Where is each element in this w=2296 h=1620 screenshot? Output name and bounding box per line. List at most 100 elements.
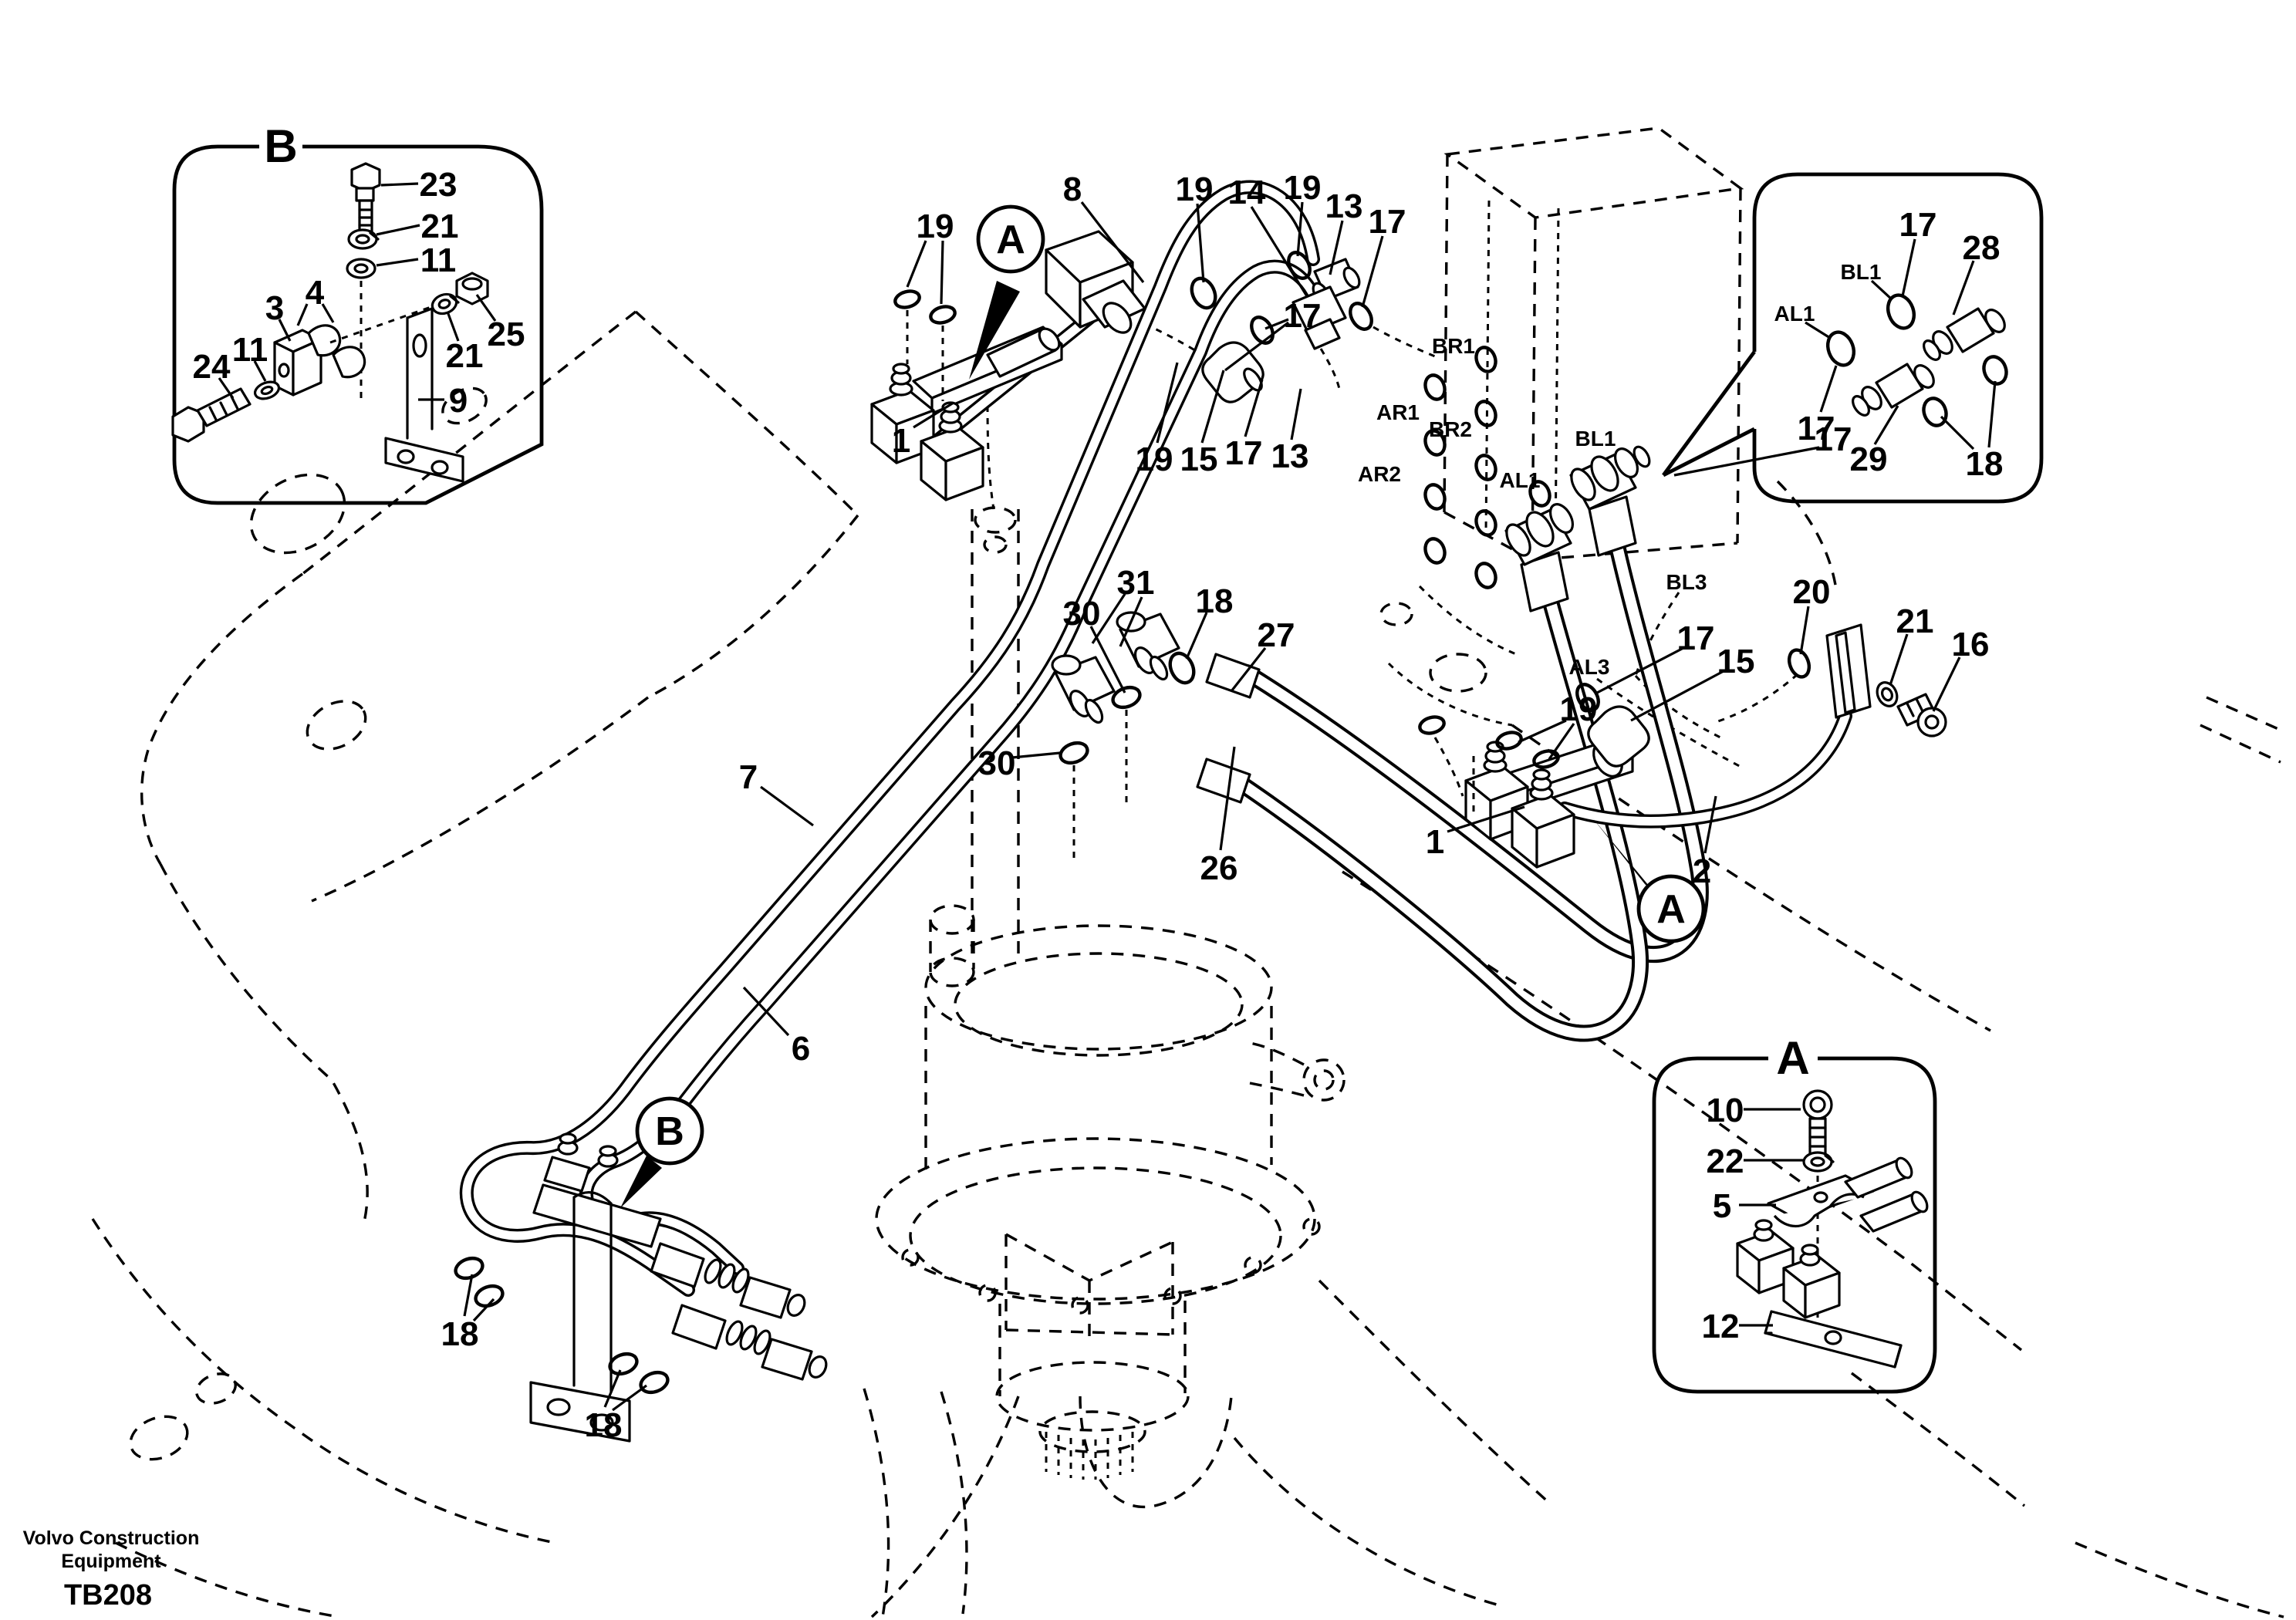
part-callout-30: 30 xyxy=(1063,595,1101,633)
port-label-BR1: BR1 xyxy=(1432,334,1475,358)
part-callout-17: 17 xyxy=(1369,203,1406,241)
leader-line xyxy=(472,1298,495,1322)
leader-line xyxy=(1156,362,1179,444)
leader-line xyxy=(1290,388,1302,440)
part-callout-27: 27 xyxy=(1258,616,1295,654)
leader-line xyxy=(1805,321,1831,339)
port-label-BR2: BR2 xyxy=(1429,417,1472,441)
view-marker-circle-B xyxy=(635,1096,704,1166)
view-marker-circle-A xyxy=(1636,874,1706,943)
leader-line xyxy=(1870,279,1893,301)
part-callout-28: 28 xyxy=(1963,229,2001,267)
leader-line xyxy=(1219,746,1236,851)
elbow-al1 xyxy=(1504,503,1575,566)
valve-inlet-fittings xyxy=(1201,251,1436,403)
part-callout-19: 19 xyxy=(917,208,954,245)
leader-line xyxy=(760,785,814,827)
frame-outline xyxy=(91,310,2284,1618)
control-valve xyxy=(986,127,1798,770)
part-callout-17: 17 xyxy=(1284,297,1322,335)
leader-line xyxy=(1011,751,1061,759)
leader-line xyxy=(940,240,944,305)
part-callout-4: 4 xyxy=(306,274,325,312)
port-label-BL1: BL1 xyxy=(1841,260,1882,284)
part-callout-17: 17 xyxy=(1225,434,1263,472)
elbow-bl1 xyxy=(1569,445,1651,511)
leader-line xyxy=(1596,646,1684,694)
leader-line xyxy=(253,360,267,382)
part-callout-30: 30 xyxy=(978,744,1016,782)
part-callout-18: 18 xyxy=(1966,445,2004,483)
pointer-a1 xyxy=(969,281,1020,380)
leader-line xyxy=(218,377,235,399)
pointer-b xyxy=(620,1156,662,1208)
leader-line xyxy=(1873,405,1899,445)
part-callout-24: 24 xyxy=(193,348,231,386)
part-callout-3: 3 xyxy=(265,289,284,327)
leader-line xyxy=(1250,206,1308,297)
leader-line xyxy=(1200,370,1225,444)
view-markers: AAB xyxy=(635,204,1706,1166)
valve-port-orings xyxy=(1423,346,1551,589)
part-callout-18: 18 xyxy=(585,1406,623,1444)
leader-line xyxy=(913,401,954,429)
fitting-28 xyxy=(1923,307,2006,361)
leader-line xyxy=(742,986,790,1037)
doc-code: TB208 xyxy=(64,1579,152,1612)
leader-lines xyxy=(218,182,1997,1412)
part-callout-21: 21 xyxy=(421,208,459,245)
part-callout-6: 6 xyxy=(792,1030,810,1068)
part-callout-9: 9 xyxy=(449,382,468,420)
leader-line xyxy=(1196,203,1205,283)
leader-line xyxy=(1264,318,1289,330)
leader-line xyxy=(1940,415,1975,451)
part-callout-11: 11 xyxy=(232,331,268,369)
leader-line xyxy=(1799,606,1810,655)
part-callout-11: 11 xyxy=(420,241,457,279)
bolt-23 xyxy=(350,162,381,236)
part-callout-21: 21 xyxy=(1896,602,1934,640)
leader-line xyxy=(1889,633,1909,686)
brand-line-1: Volvo Construction xyxy=(23,1527,200,1549)
leader-line xyxy=(1361,235,1384,308)
part-callout-25: 25 xyxy=(488,316,525,353)
detail-a-label: A xyxy=(1776,1032,1809,1084)
part-callout-17: 17 xyxy=(1677,619,1715,657)
clamp-5 xyxy=(1767,1156,1929,1233)
part-callout-13: 13 xyxy=(1271,437,1309,475)
part-callout-17: 17 xyxy=(1815,420,1852,458)
view-marker-A: A xyxy=(1656,887,1686,932)
hose-crimp-fittings xyxy=(1196,495,1637,804)
part-callout-29: 29 xyxy=(1850,440,1888,478)
leader-line xyxy=(1224,321,1289,372)
pointer-a2 xyxy=(1592,818,1660,899)
port-label-AL3: AL3 xyxy=(1569,655,1610,679)
clamp-3-4 xyxy=(273,304,436,397)
clamp-assembly-1-left xyxy=(870,276,1217,501)
part-callout-21: 21 xyxy=(446,337,484,375)
port-label-AL1: AL1 xyxy=(1774,302,1815,326)
part-callout-15: 15 xyxy=(1717,643,1755,680)
leader-line xyxy=(1230,647,1267,692)
part-callout-18: 18 xyxy=(1196,582,1234,620)
leader-line xyxy=(1119,596,1143,647)
part-callout-7: 7 xyxy=(739,758,758,796)
part-callout-22: 22 xyxy=(1707,1142,1744,1180)
part-callout-8: 8 xyxy=(1063,170,1082,208)
pipe-2-assembly xyxy=(1418,623,1947,869)
part-callout-13: 13 xyxy=(1325,187,1363,225)
caption-block: Volvo Construction Equipment TB208 xyxy=(23,1527,200,1612)
leader-line xyxy=(446,311,460,342)
leader-line xyxy=(321,303,335,323)
leader-line xyxy=(612,1384,647,1412)
leader-line xyxy=(1901,238,1916,297)
leader-line xyxy=(1673,446,1820,477)
leader-line xyxy=(1548,723,1575,760)
detail-bubble-b xyxy=(171,144,544,505)
leader-line xyxy=(376,224,420,236)
leader-line xyxy=(1447,805,1525,833)
port-label-AR1: AR1 xyxy=(1376,400,1420,424)
part-callout-31: 31 xyxy=(1117,564,1155,602)
